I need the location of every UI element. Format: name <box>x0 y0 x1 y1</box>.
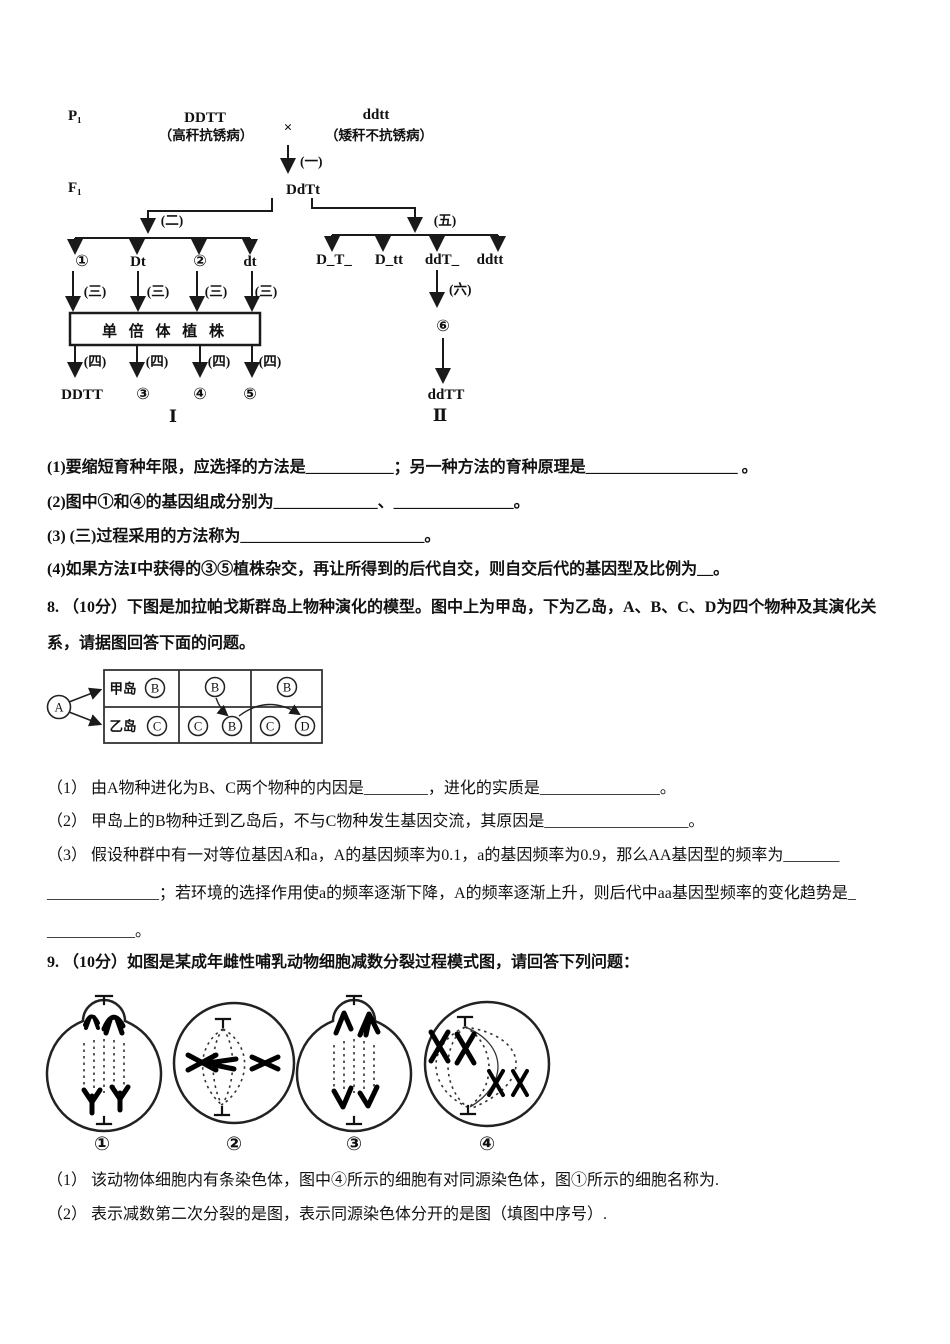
step4-label: (四) <box>259 354 282 369</box>
cell-2-label: ② <box>226 1134 242 1155</box>
gamete-4: dt <box>243 254 256 270</box>
island-evolution-diagram: A 甲岛 乙岛 B B B C C B C D <box>46 669 323 744</box>
q7-subquestion-1: (1)要缩短育种年限，应选择的方法是___________；另一种方法的育种原理… <box>47 459 758 476</box>
cell-1-label: ① <box>94 1134 110 1155</box>
f1-label: F₁ <box>68 180 82 196</box>
svg-text:B: B <box>211 681 219 695</box>
left-branch-connector <box>140 198 273 234</box>
svg-text:B: B <box>151 682 159 696</box>
step3-label: (三) <box>147 284 170 299</box>
svg-text:C: C <box>266 720 274 734</box>
f2-genotype-1: D_T_ <box>316 252 352 268</box>
evolution-arrow-b-to-d <box>238 703 301 717</box>
q8-stem-line2: 系，请据图回答下面的问题。 <box>47 635 256 652</box>
result-3: ③ <box>136 386 150 403</box>
step3-label: (三) <box>255 284 278 299</box>
svg-text:B: B <box>228 720 236 734</box>
cell-3 <box>295 994 413 1133</box>
ancestor-label: A <box>54 701 63 715</box>
step3-label: (三) <box>205 284 228 299</box>
island-top-label: 甲岛 <box>110 681 137 697</box>
svg-text:C: C <box>194 720 202 734</box>
parent2-phenotype: （矮秆不抗锈病） <box>325 127 433 143</box>
step4-label: (四) <box>146 354 169 369</box>
parent1-phenotype: （高秆抗锈病） <box>159 127 254 143</box>
q7-subquestion-2: (2)图中①和④的基因组成分别为_____________、__________… <box>47 494 530 511</box>
svg-text:D: D <box>300 720 309 734</box>
q9-stem: 9. （10分）如图是某成年雌性哺乳动物细胞减数分裂过程模式图，请回答下列问题： <box>47 954 640 971</box>
q7-subquestion-3: (3) (三)过程采用的方法称为_______________________。 <box>47 528 441 545</box>
step1-label: (一) <box>300 154 323 169</box>
cell-3-label: ③ <box>346 1134 362 1155</box>
svg-text:B: B <box>283 681 291 695</box>
q9-subquestion-1: （1） 该动物体细胞内有条染色体，图中④所示的细胞有对同源染色体，图①所示的细胞… <box>47 1172 720 1189</box>
cell-4 <box>423 1000 551 1128</box>
ancestor-circle <box>46 694 72 720</box>
q8-subquestion-3b: ______________；若环境的选择作用使a的频率逐渐下降，A的频率逐渐上… <box>47 885 856 902</box>
result-ddtt-left: DDTT <box>61 387 103 403</box>
q8-subquestion-1: （1） 由A物种进化为B、C两个物种的内因是________，进化的实质是___… <box>47 780 676 797</box>
step4-label: (四) <box>84 354 107 369</box>
q8-subquestion-2: （2） 甲岛上的B物种迁到乙岛后，不与C物种发生基因交流，其原因是_______… <box>47 813 705 830</box>
gamete-3: ② <box>193 253 207 270</box>
cell-1 <box>45 994 163 1133</box>
branch-I-label: Ⅰ <box>169 407 177 426</box>
parent1-genotype: DDTT <box>184 110 226 126</box>
gamete-2: Dt <box>130 254 146 270</box>
step5-label: (五) <box>434 213 457 228</box>
q8-subquestion-3a: （3） 假设种群中有一对等位基因A和a，A的基因频率为0.1，a的基因频率为0.… <box>47 847 840 864</box>
right-branch-connector <box>311 198 423 233</box>
result-ddTT-right: ddTT <box>428 387 465 403</box>
step4-label: (四) <box>208 354 231 369</box>
f2-genotype-2: D_tt <box>375 252 403 268</box>
arrow-to-island-bottom <box>68 711 103 727</box>
migration-arrow-b <box>215 697 229 717</box>
meiosis-cells-diagram: ① ② ③ <box>45 994 551 1155</box>
cell-2 <box>172 1001 296 1125</box>
step2-label: (二) <box>161 213 184 228</box>
species-circles: B B B C C B C D <box>144 676 316 737</box>
cross-symbol: × <box>284 120 293 136</box>
q9-subquestion-2: （2） 表示减数第二次分裂的是图，表示同源染色体分开的是图（填图中序号）. <box>47 1206 608 1223</box>
svg-text:C: C <box>153 720 161 734</box>
breeding-diagram: P₁ DDTT （高秆抗锈病） × ddtt （矮秆不抗锈病） (一) F₁ D… <box>61 107 506 426</box>
haploid-plant-box <box>68 311 262 347</box>
selected-6: ⑥ <box>436 318 450 335</box>
q8-stem-line1: 8. （10分）下图是加拉帕戈斯群岛上物种演化的模型。图中上为甲岛，下为乙岛，A… <box>47 599 877 616</box>
f2-genotype-4: ddtt <box>477 252 504 268</box>
f2-genotype-3: ddT_ <box>425 252 460 268</box>
gamete-1: ① <box>75 253 89 270</box>
q8-subquestion-3c: ___________。 <box>47 923 152 940</box>
arrow-to-island-top <box>68 687 103 703</box>
result-4: ④ <box>193 386 207 403</box>
p1-label: P₁ <box>68 108 82 124</box>
island-bottom-label: 乙岛 <box>110 718 137 734</box>
q7-subquestion-4: (4)如果方法Ⅰ中获得的③⑤植株杂交，再让所得到的后代自交，则自交后代的基因型及… <box>47 561 730 578</box>
parent2-genotype: ddtt <box>363 107 390 123</box>
step3-label: (三) <box>84 284 107 299</box>
branch-II-label: Ⅱ <box>433 406 447 425</box>
step6-label: (六) <box>449 281 472 297</box>
haploid-plant-box-label: 单 倍 体 植 株 <box>102 322 228 340</box>
cell-4-label: ④ <box>479 1134 495 1155</box>
f1-genotype: DdTt <box>286 182 320 198</box>
result-5: ⑤ <box>243 386 257 403</box>
